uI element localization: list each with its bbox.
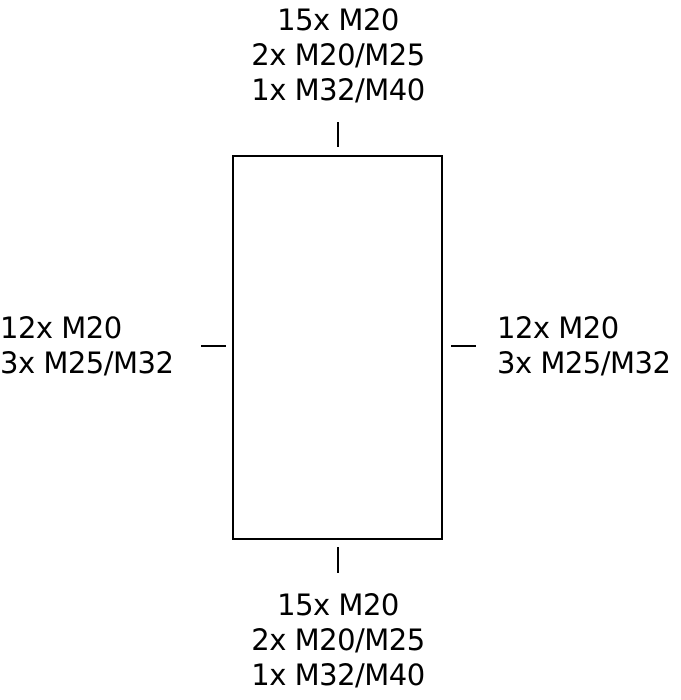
left-entry-label: 12x M20 3x M25/M32 (0, 311, 174, 381)
bottom-line-1: 15x M20 (277, 588, 399, 622)
right-line-1: 12x M20 (497, 311, 619, 345)
top-line-3: 1x M32/M40 (251, 73, 425, 107)
bottom-entry-label: 15x M20 2x M20/M25 1x M32/M40 (188, 588, 488, 693)
top-line-2: 2x M20/M25 (251, 38, 425, 72)
right-tick (451, 345, 476, 347)
bottom-line-3: 1x M32/M40 (251, 658, 425, 692)
right-entry-label: 12x M20 3x M25/M32 (497, 311, 671, 381)
left-tick (201, 345, 226, 347)
bottom-tick (337, 547, 339, 573)
top-tick (337, 122, 339, 147)
left-line-2: 3x M25/M32 (0, 346, 174, 380)
right-line-2: 3x M25/M32 (497, 346, 671, 380)
top-line-1: 15x M20 (277, 3, 399, 37)
bottom-line-2: 2x M20/M25 (251, 623, 425, 657)
enclosure-box (232, 155, 443, 540)
top-entry-label: 15x M20 2x M20/M25 1x M32/M40 (188, 3, 488, 108)
left-line-1: 12x M20 (0, 311, 122, 345)
